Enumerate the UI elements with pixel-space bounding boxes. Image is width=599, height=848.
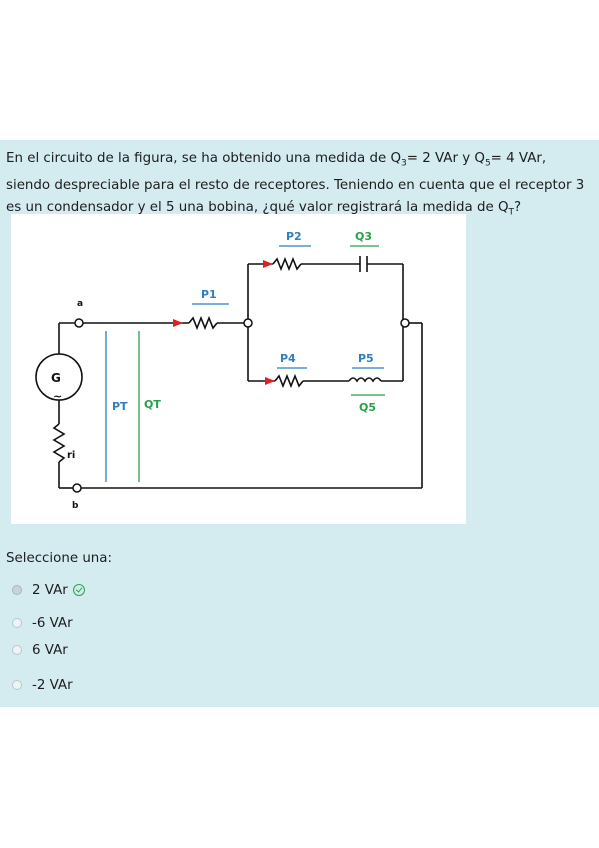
label-p5: P5 [358, 352, 374, 365]
option-label: -2 VAr [32, 677, 73, 693]
answer-option-1[interactable]: 2 VAr [12, 580, 85, 600]
option-label: -6 VAr [32, 615, 73, 631]
label-b: b [72, 501, 79, 511]
answer-option-2[interactable]: -6 VAr [12, 613, 73, 633]
label-q5: Q5 [359, 401, 376, 414]
node-right [400, 318, 410, 328]
label-q3: Q3 [355, 230, 372, 243]
current-arrow [265, 377, 275, 385]
label-pt: PT [112, 400, 128, 413]
label-p2: P2 [286, 230, 302, 243]
option-label: 6 VAr [32, 642, 68, 658]
radio-button[interactable] [12, 618, 22, 628]
label-qt: QT [144, 398, 161, 411]
label-g: G [51, 371, 61, 385]
radio-button[interactable] [12, 585, 22, 595]
question-text: En el circuito de la figura, se ha obten… [6, 151, 585, 218]
select-prompt: Seleccione una: [6, 551, 113, 566]
label-a: a [77, 299, 83, 309]
label-p4: P4 [280, 352, 296, 365]
correct-check-icon [72, 584, 85, 596]
current-arrow [173, 319, 183, 327]
radio-button[interactable] [12, 680, 22, 690]
question-panel: En el circuito de la figura, se ha obten… [0, 140, 599, 707]
label-p1: P1 [201, 288, 217, 301]
option-label: 2 VAr [32, 582, 68, 598]
label-ri: ri [67, 450, 75, 461]
radio-button[interactable] [12, 645, 22, 655]
answer-option-4[interactable]: -2 VAr [12, 675, 73, 695]
generator-symbol [35, 353, 83, 401]
circuit-diagram: P2 Q3 P1 a P4 P5 G ~ PT QT Q5 ri b [35, 230, 423, 511]
answer-option-3[interactable]: 6 VAr [12, 640, 68, 660]
label-tilde: ~ [53, 390, 62, 403]
circuit-figure: P2 Q3 P1 a P4 P5 G ~ PT QT Q5 ri b [11, 214, 466, 524]
node-left [243, 318, 253, 328]
current-arrow [263, 260, 273, 268]
terminal-a [74, 318, 84, 328]
terminal-b [72, 483, 82, 493]
